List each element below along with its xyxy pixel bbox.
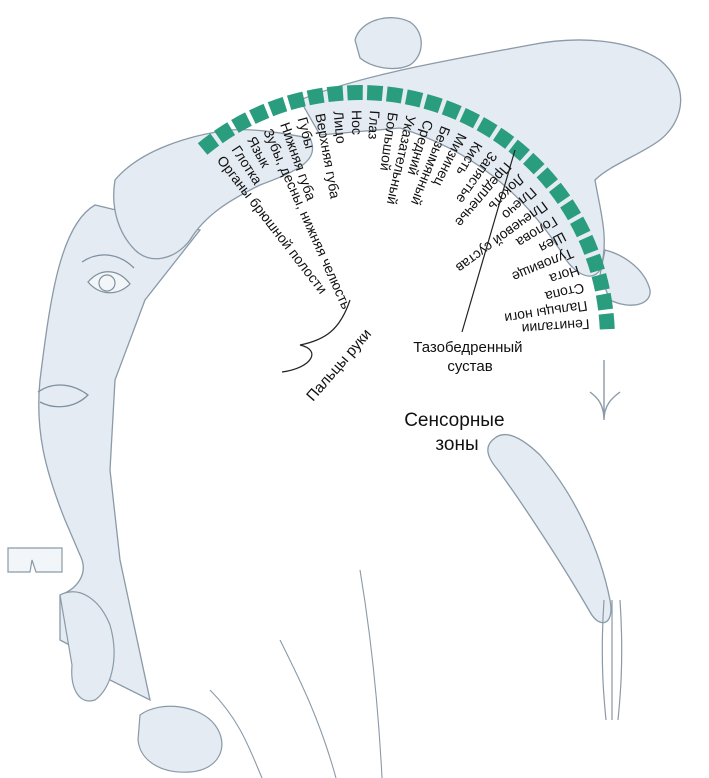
organ-silhouette	[488, 435, 611, 623]
cortex-segment	[596, 293, 613, 311]
cortex-segment	[327, 86, 344, 102]
fingers-group-label: Пальцы руки	[303, 326, 375, 405]
cortex-segment	[347, 85, 363, 100]
hip-joint-label: Тазобедренный сустав	[413, 339, 527, 375]
throat-silhouette	[138, 706, 222, 772]
cortex-segment	[307, 88, 325, 106]
cortex-segment	[386, 86, 403, 103]
cortex-segment	[268, 97, 288, 116]
cortex-segment	[367, 85, 383, 101]
zone-label: Лицо	[330, 110, 349, 144]
zone-label: Нос	[349, 110, 365, 135]
organs-lines	[210, 570, 382, 778]
genital-outline	[590, 360, 620, 420]
head-silhouette	[355, 18, 421, 69]
cortex-segment	[287, 92, 306, 110]
cortex-segment	[249, 104, 269, 124]
cortex-segment	[599, 313, 615, 329]
zone-label: Глаз	[365, 110, 383, 140]
teeth-outline	[8, 548, 62, 572]
